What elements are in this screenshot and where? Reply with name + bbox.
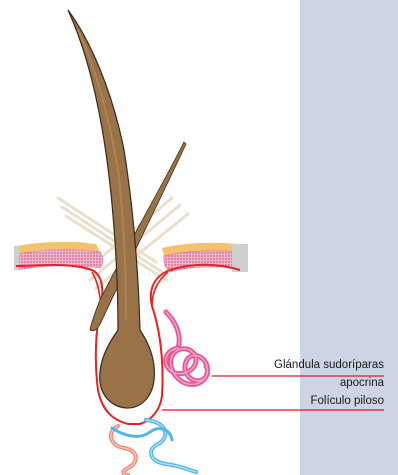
follicle-label: Folículo piloso xyxy=(310,395,384,407)
bottom-tubes xyxy=(111,420,196,475)
gland-label-line1: Glándula sudoríparas xyxy=(274,359,384,371)
gland-label-line2: apocrina xyxy=(340,377,385,389)
main-hair-shaft xyxy=(68,10,154,408)
apocrine-gland xyxy=(166,312,208,385)
